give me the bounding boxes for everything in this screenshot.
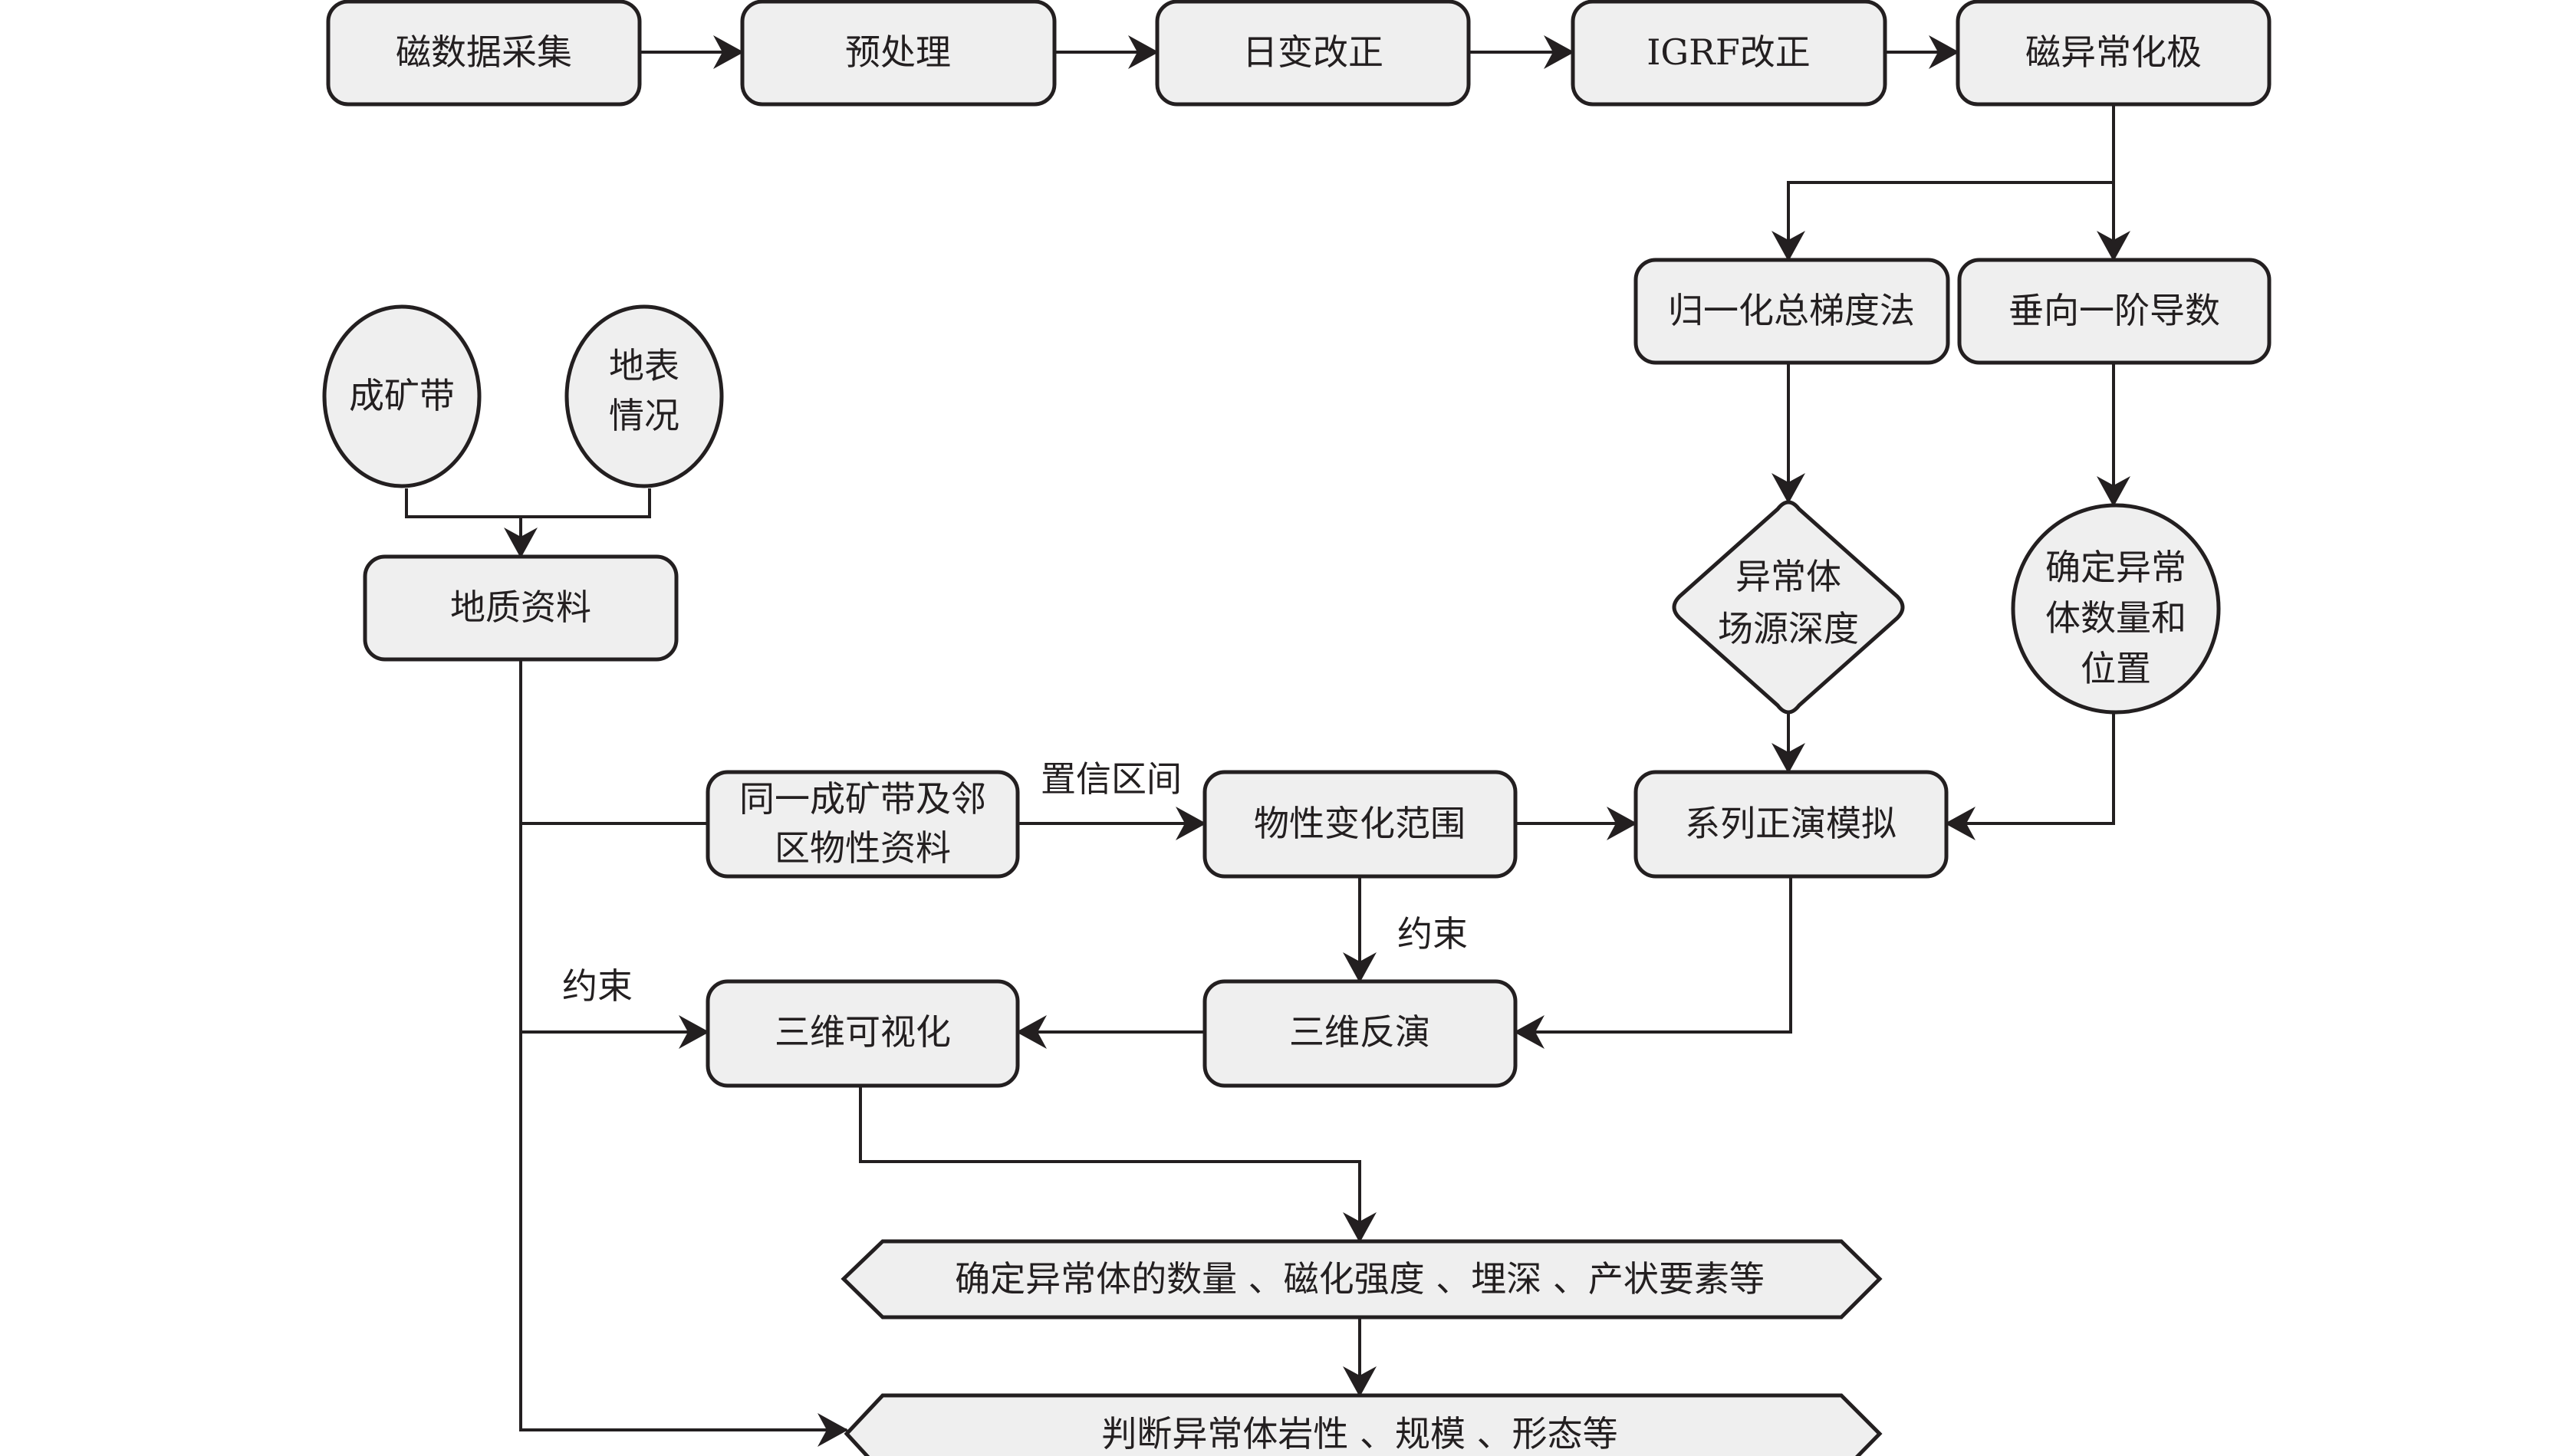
node-reduction-to-pole[interactable]: 磁异常化极 (1956, 0, 2272, 107)
edge-rtp-to-ntg (1772, 181, 2114, 261)
edge-label-constraint-geodata-vis: 约束 (562, 965, 633, 1007)
node-label-line-2: 情况 (609, 395, 679, 436)
edge-belt-to-geodata (405, 488, 651, 518)
node-visualization-3d[interactable]: 三维可视化 (706, 979, 1020, 1088)
node-label-line-3: 位置 (2081, 648, 2151, 689)
edge-count-to-forward (1945, 712, 2115, 840)
node-label: 三维反演 (1289, 1011, 1430, 1053)
node-judge-lithology[interactable]: 判断异常体岩性 、规模 、形态等 (844, 1393, 1883, 1456)
node-label: 磁数据采集 (396, 31, 572, 73)
node-label: IGRF改正 (1647, 31, 1810, 73)
node-label: 判断异常体岩性 、规模 、形态等 (1101, 1413, 1617, 1454)
node-label: 成矿带 (349, 375, 455, 416)
node-label: 物性变化范围 (1254, 803, 1466, 844)
node-label-line-1: 确定异常 (2045, 547, 2186, 588)
node-metallogenic-belt[interactable]: 成矿带 (322, 304, 482, 488)
node-anomaly-source-depth[interactable]: 异常体 场源深度 (1672, 500, 1905, 715)
node-diurnal-correction[interactable]: 日变改正 (1155, 0, 1471, 107)
node-label-line-2: 场源深度 (1718, 608, 1859, 649)
node-label: 预处理 (845, 31, 951, 73)
edge-forward-to-inversion (1514, 876, 1792, 1049)
edge-geodata-trunk (519, 659, 848, 1447)
node-igrf-correction[interactable]: IGRF改正 (1571, 0, 1887, 107)
nodes: 磁数据采集 预处理 日变改正 IGRF改正 磁异常化极 归一化总梯度法 垂向一阶… (322, 0, 2272, 1456)
node-inversion-3d[interactable]: 三维反演 (1202, 979, 1518, 1088)
node-label: 磁异常化极 (2025, 31, 2202, 73)
node-label: 三维可视化 (775, 1011, 951, 1053)
node-vertical-first-derivative[interactable]: 垂向一阶导数 (1957, 258, 2272, 365)
edge-label-constraint-range-inversion: 约束 (1397, 913, 1468, 955)
node-label-line-1: 地表 (609, 345, 679, 386)
node-label: 确定异常体的数量 、磁化强度 、埋深 、产状要素等 (955, 1258, 1765, 1300)
node-label: 日变改正 (1242, 31, 1383, 73)
node-property-variation-range[interactable]: 物性变化范围 (1202, 770, 1518, 879)
node-preprocessing[interactable]: 预处理 (740, 0, 1057, 107)
node-forward-modeling[interactable]: 系列正演模拟 (1633, 770, 1949, 879)
node-label: 系列正演模拟 (1685, 803, 1897, 844)
node-physical-property-data[interactable]: 同一成矿带及邻 区物性资料 (706, 770, 1020, 879)
node-label-line-2: 区物性资料 (775, 827, 951, 869)
node-label-line-1: 同一成矿带及邻 (739, 778, 986, 820)
node-geological-data[interactable]: 地质资料 (363, 554, 679, 662)
node-mag-data-acquisition[interactable]: 磁数据采集 (326, 0, 642, 107)
node-determine-parameters[interactable]: 确定异常体的数量 、磁化强度 、埋深 、产状要素等 (841, 1239, 1883, 1320)
node-surface-conditions[interactable]: 地表 情况 (564, 304, 724, 488)
edge-labels: 置信区间 约束 约束 (562, 758, 1468, 1007)
node-label: 归一化总梯度法 (1668, 290, 1915, 331)
node-label: 地质资料 (450, 587, 591, 628)
edge-vis3d-to-params (859, 1086, 1377, 1243)
edge-label-confidence-interval: 置信区间 (1041, 758, 1182, 800)
edges (405, 35, 2130, 1447)
node-normalized-total-gradient[interactable]: 归一化总梯度法 (1633, 258, 1950, 365)
node-label-line-2: 体数量和 (2045, 597, 2186, 639)
node-anomaly-count-position[interactable]: 确定异常 体数量和 位置 (2011, 503, 2221, 715)
node-label-line-1: 异常体 (1735, 556, 1841, 597)
node-label: 垂向一阶导数 (2008, 290, 2220, 331)
